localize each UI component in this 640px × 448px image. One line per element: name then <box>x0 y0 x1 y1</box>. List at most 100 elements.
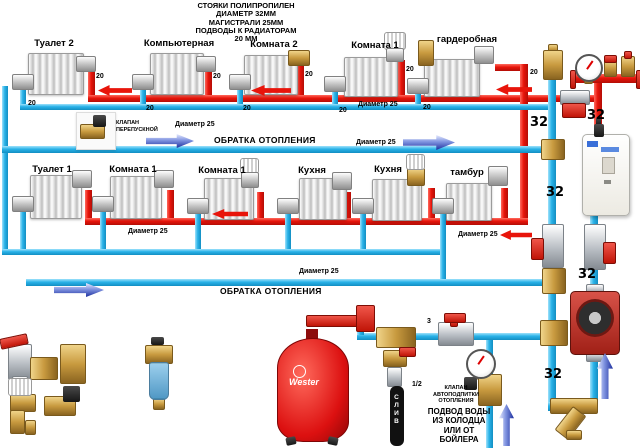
spare-air-vent-small <box>25 420 36 435</box>
radiator-valve <box>154 170 174 188</box>
pipe-size-20: 20 <box>530 69 538 76</box>
auto-air-vent <box>543 50 563 80</box>
title-line: 20 ММ <box>234 34 258 43</box>
supply-riser-32-pipe <box>520 64 528 225</box>
tee-fitting <box>540 320 568 346</box>
water-supply-label: ПОДВОД ВОДЫ ИЗ КОЛОДЦА ИЛИ ОТ БОЙЛЕРА <box>426 407 492 445</box>
safety-valve-cap <box>604 55 617 63</box>
tank-foot <box>327 436 339 446</box>
radiator-valve <box>229 74 251 90</box>
autofeed-label-line: АВТОПОДПИТКИ <box>433 391 479 398</box>
return-collector-row2-pipe <box>2 249 442 255</box>
spare-air-vent <box>10 410 25 434</box>
radiator-valve <box>488 166 508 186</box>
radiator-valve <box>277 198 299 214</box>
bypass-valve-knob <box>93 115 106 127</box>
manifold-end-cap <box>570 70 576 89</box>
spare-thermo-head <box>8 378 32 396</box>
pipe-size-20: 20 <box>243 105 251 112</box>
supply-flow-arrow-left <box>212 209 248 219</box>
room-label-room2: Комната 2 <box>250 39 298 50</box>
tee-fitting <box>542 268 566 294</box>
supply-stub-pipe <box>344 192 351 218</box>
pipe-size-20: 20 <box>423 104 431 111</box>
radiator-room1-top <box>344 57 398 97</box>
tee-fitting <box>541 139 565 160</box>
pipe-size-32: 32 <box>587 108 606 123</box>
pipe-size-32: 32 <box>530 115 549 130</box>
radiator-valve <box>288 50 310 66</box>
boiler-cable <box>596 117 601 126</box>
pipe-size-20: 20 <box>28 100 36 107</box>
pipe-size-25: Диаметр 25 <box>358 101 398 108</box>
feed-pressure-gauge <box>466 349 496 379</box>
return-drop-pipe <box>20 210 26 249</box>
supply-stub-pipe <box>501 188 508 218</box>
room-label-computer: Компьютерная <box>143 38 215 49</box>
thermostatic-head <box>406 154 425 170</box>
spare-tee-fitting <box>30 357 58 380</box>
reducer-knob <box>464 377 477 390</box>
supply-flow-arrow-left <box>496 84 532 95</box>
pressure-gauge <box>575 54 603 82</box>
radiator-toilet2 <box>28 53 84 95</box>
room-label-room1a: Комната 1 <box>109 164 157 175</box>
return-drop-pipe <box>332 92 338 104</box>
radiator-valve <box>407 78 429 94</box>
radiator-valve <box>12 74 34 90</box>
supply-stub-pipe <box>88 68 95 95</box>
radiator-valve <box>332 172 352 190</box>
water-label-line: БОЙЛЕРА <box>439 435 479 445</box>
radiator-valve <box>72 170 92 188</box>
spare-ball-valve <box>8 344 32 380</box>
autofeed-label-line: ОТОПЛЕНИЯ <box>438 398 474 405</box>
return-left-edge-pipe <box>2 86 8 255</box>
supply-stub-pipe <box>297 66 304 95</box>
pipe-size-20: 20 <box>406 66 414 73</box>
autofeed-label-line: КЛАПАН <box>444 385 468 391</box>
gauge-needle <box>477 355 485 365</box>
manifold-end-cap <box>636 70 640 89</box>
pipe-size-20: 20 <box>96 73 104 80</box>
gauge-needle <box>585 60 593 69</box>
tank-bracket-flange <box>356 305 375 332</box>
radiator-valve <box>407 168 425 186</box>
water-label-line: ПОДВОД ВОДЫ <box>427 407 491 416</box>
boiler-cable <box>594 124 604 137</box>
return-drop-pipe <box>140 88 146 104</box>
supply-stub-pipe <box>205 68 212 95</box>
ball-valve-handle <box>531 238 544 260</box>
supply-main-row2-pipe <box>85 218 528 225</box>
filter-knob <box>151 337 164 345</box>
radiator-valve <box>324 76 346 92</box>
pipe-size-32: 32 <box>578 267 597 282</box>
drain-valve-handle <box>399 347 416 357</box>
return-drop-pipe <box>360 212 366 249</box>
supply-flow-arrow-left <box>251 85 291 96</box>
tank-brand-label: Wester <box>289 377 319 387</box>
radiator-valve <box>386 48 404 62</box>
return-drop-pipe <box>100 210 106 249</box>
return-drop-pipe <box>237 88 243 104</box>
air-vent <box>621 56 635 77</box>
room-label-tambour: тамбур <box>450 167 484 178</box>
room-label-kitchen2: Кухня <box>374 164 402 175</box>
size-label-3: 3 <box>427 318 431 325</box>
radiator-valve <box>92 196 114 212</box>
autofeed-valve-label: КЛАПАН АВТОПОДПИТКИ ОТОПЛЕНИЯ <box>428 385 484 405</box>
pipe-size-20: 20 <box>305 71 313 78</box>
radiator-valve <box>352 198 374 214</box>
supply-stub-pipe <box>85 190 92 218</box>
tank-foot <box>285 436 297 446</box>
room-label-wardrobe: гардеробная <box>436 34 498 45</box>
title-line: МАГИСТРАЛИ 25ММ <box>208 17 284 27</box>
boiler-button <box>604 180 611 184</box>
boiler-sticker <box>587 141 598 147</box>
water-filter-bowl <box>149 362 169 400</box>
pipe-size-25: Диаметр 25 <box>128 228 168 235</box>
radiator-valve <box>432 198 454 214</box>
pipe-size-25: Диаметр 25 <box>458 231 498 238</box>
title-line: ДИАМЕТР 32ММ <box>216 9 276 19</box>
expansion-tank <box>277 338 349 442</box>
